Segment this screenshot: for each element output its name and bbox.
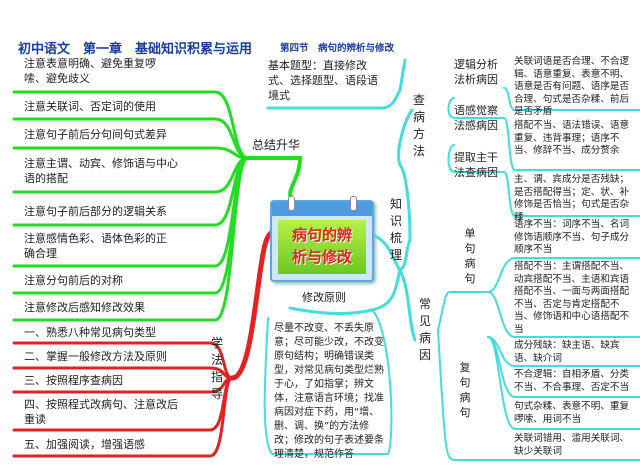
question-types: 基本题型：直接修改式、选择题型、语段语境式 xyxy=(268,59,378,102)
cause-line xyxy=(437,291,489,331)
summary-label: 总结升华 xyxy=(252,138,301,152)
summary-item: 注意表意明确、避免重复啰嗦、避免歧义 xyxy=(24,57,156,85)
check-line xyxy=(447,97,640,171)
method-item: 二、掌握一般修改方法及原则 xyxy=(24,350,167,363)
method-desc: 搭配不当、语法错误、语意重复、违背事理；语序不当、修辞不当、成分赘余 xyxy=(514,120,630,157)
method-trunk-line xyxy=(229,229,275,381)
method-item: 一、熟悉八种常见病句类型 xyxy=(24,326,156,339)
summary-item: 注意主谓、动宾、修饰语与中心语的搭配 xyxy=(24,157,178,185)
knowledge-trunk-line xyxy=(370,108,414,272)
cause-desc: 搭配不当：主谓搭配不当、动宾搭配不当、主语和宾语搭配不当、一面与两面搭配不当、否… xyxy=(514,261,630,335)
center-title-line1: 病句的辨 xyxy=(291,226,352,244)
check-methods-label: 查病方法 xyxy=(412,93,425,158)
method-item: 三、按照程序查病因 xyxy=(24,374,123,387)
cause-desc: 不合逻辑：自相矛盾、分类不当、不合事理、否定不当 xyxy=(514,369,630,393)
principle-label: 修改原则 xyxy=(302,291,346,304)
check-line xyxy=(447,144,640,217)
center-topic-card: 病句的辨 析与修改 xyxy=(270,196,374,282)
method-label: 学法指导 xyxy=(210,336,223,401)
summary-item: 注意分句前后的对称 xyxy=(24,274,123,287)
summary-item: 注意句子前后分句间句式差异 xyxy=(24,128,167,141)
summary-trunk-line xyxy=(246,156,303,202)
center-title-line2: 析与修改 xyxy=(291,248,352,266)
question-types-line xyxy=(266,58,407,110)
method-desc: 主、谓、宾成分是否残缺；是否搭配得当；定、状、补修饰是否恰当；句式是否杂糅 xyxy=(514,174,630,223)
check-line xyxy=(503,87,640,111)
method-name: 语感觉察法感病因 xyxy=(454,104,498,132)
summary-branch-line xyxy=(12,156,250,322)
summary-item: 注意感情色彩、语体色彩的正确合理 xyxy=(24,232,167,260)
summary-item: 注意修改后感知修改效果 xyxy=(24,301,145,314)
method-desc: 关联词语是否合理、不合逻辑、语意重复、表意不明、语意是否有问题、语序是否合理、句… xyxy=(514,56,630,118)
method-name: 逻辑分析法析病因 xyxy=(454,58,498,86)
page-subtitle: 第四节 病句的辨析与修改 xyxy=(280,43,395,54)
cause-line xyxy=(487,257,640,293)
cause-line xyxy=(487,336,640,430)
causes-trunk-line xyxy=(398,268,417,342)
common-causes-label: 常见病因 xyxy=(418,297,431,362)
cause-desc: 句式杂糅、表意不明、重复啰嗦、用词不当 xyxy=(514,401,630,425)
cause-line xyxy=(437,329,489,461)
principle-text: 尽量不改变、不丢失原意；尽可能少改，不改变原句结构；明确错误类型，对常见病句类型… xyxy=(274,323,384,460)
summary-item: 注意关联词、否定词的使用 xyxy=(24,100,156,113)
cause-desc: 关联词错用、滥用关联词、缺少关联词 xyxy=(514,433,630,457)
cause-desc: 语序不当：词序不当、名词修饰语顺序不当、句子成分顺序不当 xyxy=(514,219,630,256)
knowledge-label: 知识梳理 xyxy=(389,197,402,262)
principle-box-line xyxy=(263,309,393,455)
page-title: 初中语文 第一章 基础知识积累与运用 xyxy=(18,42,253,57)
method-branch-line xyxy=(12,376,234,458)
method-item: 四、按照程式改病句、注意改后重读 xyxy=(24,398,178,426)
single-sentence-label: 单句病句 xyxy=(464,227,476,285)
method-name: 提取主干法查病因 xyxy=(454,151,498,179)
summary-item: 注意句子前后部分的逻辑关系 xyxy=(24,205,167,218)
cause-line xyxy=(487,291,640,338)
method-item: 五、加强阅读，增强语感 xyxy=(24,438,145,451)
compound-sentence-label: 复句病句 xyxy=(459,361,471,419)
cause-desc: 成分残缺：缺主语、缺宾语、缺介词 xyxy=(514,340,620,364)
